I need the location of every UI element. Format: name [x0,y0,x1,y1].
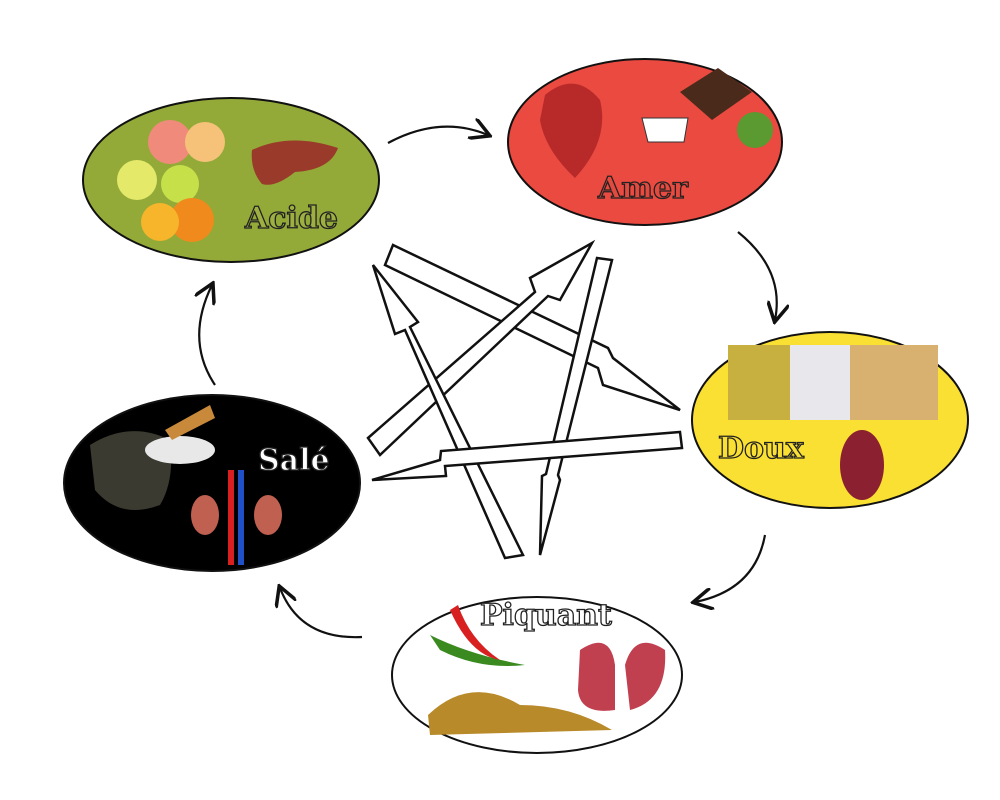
lungs-icon [578,642,666,711]
label-acide: Acide [244,201,338,236]
label-doux: Doux [718,431,805,466]
lime-icon [161,165,199,203]
star-arrow-doux-to-sale [371,430,684,482]
arrow-piquant-to-sale [280,588,363,639]
arrow-sale-to-acide [199,285,216,386]
label-amer: Amer [597,171,689,206]
node-sale: Salé [63,394,361,572]
spleen-icon [840,430,884,500]
chocolate-icon [680,68,752,120]
star-arrow-sale-to-amer [366,239,596,457]
label-sale: Salé [258,443,330,478]
kidneys-icon [191,470,282,565]
coffee-cup-icon [641,117,689,143]
arrow-amer-to-doux [737,231,777,320]
liver-icon [251,140,338,185]
star-arrows [366,239,684,560]
artichoke-icon [737,112,773,148]
node-amer: Amer [507,58,783,226]
cycle-arrows [199,127,777,639]
salt-icon [145,436,215,464]
orange-slice-icon [170,198,214,242]
star-arrow-piquant-to-acide [371,264,525,560]
orange-icon [185,122,225,162]
node-piquant: Piquant [391,596,683,754]
heart-icon [540,83,603,178]
label-piquant: Piquant [480,598,612,633]
node-doux: Doux [691,331,969,509]
star-arrow-amer-to-piquant [538,256,614,556]
star-arrow-acide-to-doux [383,243,681,412]
lemon-icon [117,160,157,200]
scoop-icon [165,405,215,440]
node-acide: Acide [82,97,380,263]
spice-powder-icon [428,692,612,735]
arrow-acide-to-amer [387,127,488,144]
arrow-doux-to-piquant [695,534,767,602]
chili-peppers-icon [430,635,525,666]
grapefruit-icon [148,120,192,164]
